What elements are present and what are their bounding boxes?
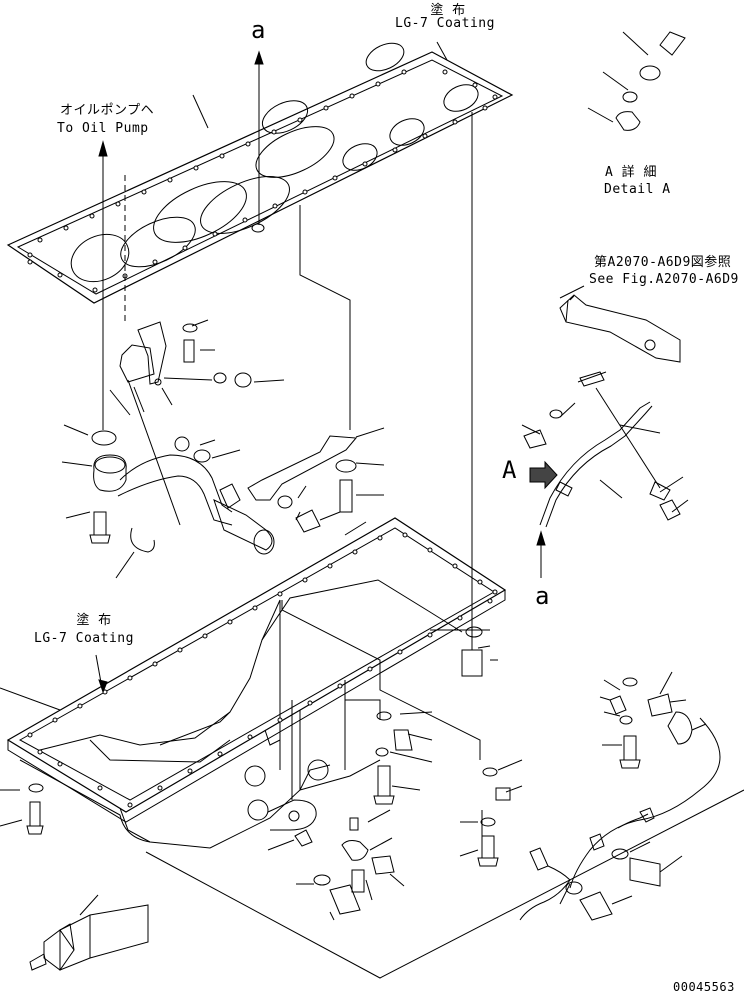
- detail-a-arrow-label: A: [502, 456, 517, 484]
- reference-label-jp: 第A2070-A6D9図参照: [594, 255, 732, 270]
- coating-label-top-en: LG-7 Coating: [395, 16, 495, 31]
- pipe-leader-lines: [61, 319, 285, 579]
- detail-a-label-jp: A 詳 細: [605, 165, 657, 180]
- bracket-leaders: [295, 427, 385, 536]
- view-a-arrow-side: [536, 530, 546, 578]
- to-oil-pump-arrow: [98, 140, 108, 430]
- gasket-bolt-holes: [27, 69, 498, 293]
- view-a-label-top: a: [251, 16, 266, 44]
- ref-leader: [559, 285, 585, 299]
- small-parts-strainer: [89, 323, 252, 553]
- gasket-openings: [70, 42, 479, 283]
- oil-pan-gasket: [6, 42, 514, 304]
- pan-leader-lines: [0, 600, 498, 760]
- drawing-number: 00045563: [673, 980, 735, 994]
- special-tool: [29, 894, 149, 971]
- leader-lines-right: [521, 402, 689, 513]
- oil-strainer-pipe: [93, 321, 275, 555]
- coating-label-top-jp: 塗 布: [430, 3, 466, 18]
- reference-label-en: See Fig.A2070-A6D9: [589, 272, 739, 287]
- detail-a-parts: [615, 31, 686, 131]
- dipstick-tube: [523, 371, 681, 528]
- fastener-leaders: [0, 645, 707, 921]
- to-oil-pump-label-en: To Oil Pump: [57, 121, 149, 136]
- pan-bolt-holes: [27, 532, 498, 808]
- pan-fasteners: [26, 626, 693, 921]
- detail-a-arrow: [529, 460, 558, 490]
- to-oil-pump-label-jp: オイルポンプヘ: [60, 103, 155, 118]
- view-a-arrow-top: [254, 50, 264, 225]
- middle-bracket: [247, 435, 358, 533]
- assembly-boundary: [145, 789, 744, 979]
- dipstick-bracket: [559, 294, 681, 363]
- coating-label-pan-en: LG-7 Coating: [34, 631, 134, 646]
- coating-label-pan-jp: 塗 布: [76, 613, 112, 628]
- oil-level-sensor-harness: [519, 717, 721, 921]
- detail-a-label-en: Detail A: [604, 182, 671, 197]
- leader-lines-top: [192, 31, 649, 650]
- oil-pan: [6, 517, 507, 849]
- view-a-label-side: a: [535, 582, 550, 610]
